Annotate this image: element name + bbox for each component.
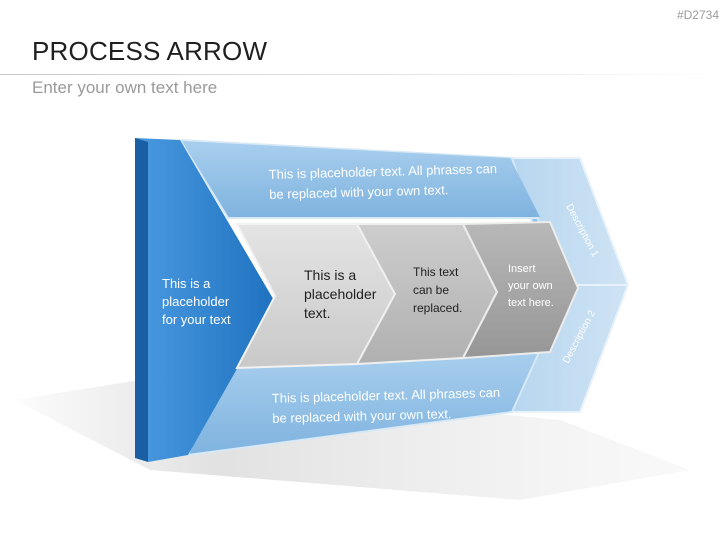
chevron-1-text: This is a placeholder text. (304, 267, 380, 321)
left-block-line-2: placeholder (162, 294, 230, 309)
chevron-1-line-3: text. (304, 305, 330, 321)
top-band-text: This is placeholder text. All phrases ca… (268, 161, 501, 202)
chevron-3-line-2: your own (508, 280, 553, 292)
bottom-band-line-1: This is placeholder text. All phrases ca… (272, 385, 501, 406)
top-band-line-2: be replaced with your own text. (269, 182, 449, 202)
chevron-step-3 (461, 220, 580, 360)
chevron-1-line-2: placeholder (304, 286, 377, 302)
bottom-band-line-2: be replaced with your own text. (272, 406, 452, 426)
top-band-face (182, 141, 540, 217)
left-block-side (135, 138, 148, 462)
chevron-2-line-3: replaced. (413, 301, 462, 315)
title-divider (0, 74, 727, 75)
left-block (135, 138, 275, 462)
top-band-line-1: This is placeholder text. All phrases ca… (268, 161, 497, 182)
chevron-2-text: This text can be replaced. (413, 265, 462, 315)
chevron-3-text: Insert your own text here. (508, 263, 556, 309)
chevron-2-line-1: This text (413, 265, 459, 279)
bottom-band-text: This is placeholder text. All phrases ca… (272, 385, 505, 426)
left-block-line-1: This is a (162, 276, 211, 291)
page-subtitle: Enter your own text here (32, 78, 218, 97)
slide-code: #D2734 (676, 8, 719, 22)
chevron-2-line-2: can be (413, 283, 449, 297)
page-title: PROCESS ARROW (32, 36, 268, 66)
left-block-text: This is a placeholder for your text (162, 276, 233, 327)
chevron-3-line-1: Insert (508, 263, 536, 275)
chevron-3-line-3: text here. (508, 297, 554, 309)
left-block-line-3: for your text (162, 312, 231, 327)
chevron-1-line-1: This is a (304, 267, 356, 283)
